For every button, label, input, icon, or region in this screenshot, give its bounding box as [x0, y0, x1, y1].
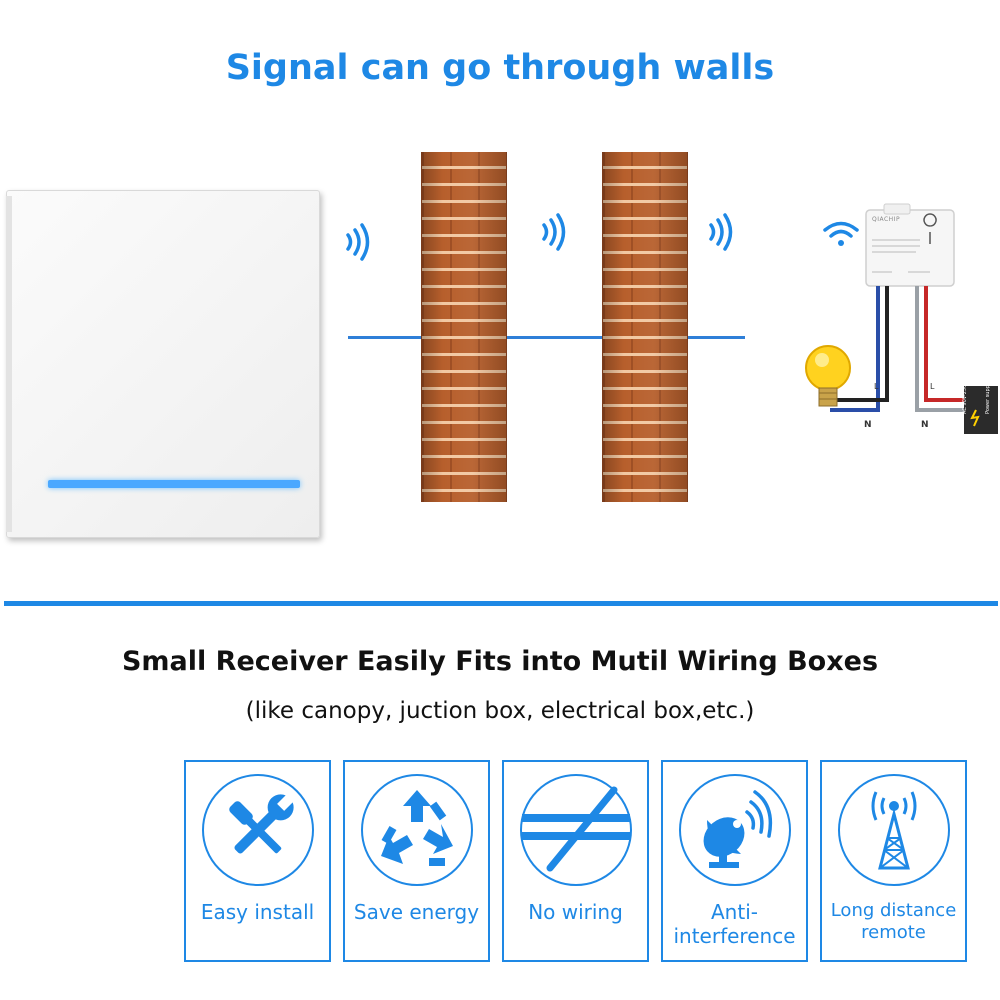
- feature-label-line-2: interference: [673, 924, 796, 948]
- switch-side-edge: [6, 196, 12, 532]
- feature-long-distance-remote: Long distance remote: [820, 760, 967, 962]
- receiver-wiring-diagram: QIACHIP N N L L AC 90V-250V Power supply: [780, 200, 1000, 440]
- feature-save-energy: Save energy: [343, 760, 490, 962]
- terminal-l-left: L: [874, 382, 879, 391]
- terminal-l-right: L: [930, 382, 935, 391]
- signal-wave-icon-3: [709, 213, 733, 251]
- terminal-n-left: N: [864, 420, 872, 430]
- receiver-brand: QIACHIP: [872, 216, 901, 223]
- page-headline: Signal can go through walls: [225, 48, 775, 88]
- section-divider: [4, 601, 998, 606]
- feature-no-wiring: No wiring: [502, 760, 649, 962]
- voltage-label: AC 90V-250V: [962, 381, 968, 414]
- feature-easy-install: Easy install: [184, 760, 331, 962]
- brick-wall-right: [602, 152, 688, 502]
- brick-wall-left: [421, 152, 507, 502]
- signal-wave-icon-2: [542, 213, 566, 251]
- wifi-icon: [823, 221, 859, 246]
- recycle-icon: [381, 790, 453, 866]
- feature-label-line-1: Anti-: [711, 900, 758, 924]
- wrench-screwdriver-icon: [229, 793, 295, 858]
- signal-line-2: [505, 336, 631, 339]
- feature-label-long-distance-remote: Long distance remote: [822, 900, 965, 944]
- feature-label-line-2: remote: [861, 922, 926, 943]
- signal-line-1: [348, 336, 444, 339]
- no-wiring-icon: [522, 786, 630, 872]
- feature-label-no-wiring: No wiring: [528, 900, 623, 924]
- feature-label-save-energy: Save energy: [353, 900, 480, 924]
- feature-anti-interference: Anti- interference: [661, 760, 808, 962]
- section-title: Small Receiver Easily Fits into Mutil Wi…: [121, 646, 879, 677]
- switch-led-indicator: [48, 480, 300, 488]
- power-supply-label: Power supply: [985, 380, 991, 414]
- radio-tower-icon: [871, 791, 917, 870]
- feature-label-line-1: Long distance: [830, 900, 957, 921]
- satellite-dish-icon: [703, 790, 773, 868]
- signal-line-3: [687, 336, 745, 339]
- feature-label-anti-interference: Anti- interference: [663, 900, 806, 948]
- signal-wave-icon-1: [346, 223, 370, 261]
- feature-label-easy-install: Easy install: [200, 900, 315, 924]
- section-note: (like canopy, juction box, electrical bo…: [245, 698, 755, 724]
- terminal-n-right: N: [921, 420, 929, 430]
